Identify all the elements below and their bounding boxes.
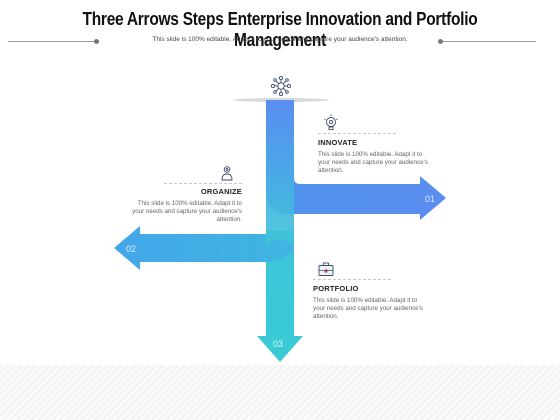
step-innovate-body: This slide is 100% editable. Adapt it to…: [318, 151, 428, 174]
arrow-03: [257, 230, 303, 362]
step-portfolio-body: This slide is 100% editable. Adapt it to…: [313, 297, 423, 320]
step-portfolio-rule: [313, 279, 391, 280]
step-innovate-rule: [318, 133, 396, 134]
step-organize-heading: ORGANIZE: [200, 187, 242, 196]
step-portfolio-heading: PORTFOLIO: [313, 284, 359, 293]
title-rule-right-dot: [438, 39, 443, 44]
step-innovate-heading: INNOVATE: [318, 138, 358, 147]
trunk: [266, 100, 294, 250]
slide-title: Three Arrows Steps Enterprise Innovation…: [82, 9, 478, 50]
arrow-02: [114, 222, 294, 270]
step-organize-body: This slide is 100% editable. Adapt it to…: [132, 200, 242, 223]
arrow-02-number: 02: [126, 244, 136, 254]
briefcase-icon: [318, 262, 334, 276]
arrow-01-number: 01: [425, 194, 435, 204]
slide-subtitle: This slide is 100% editable. Adapt it to…: [152, 36, 408, 43]
step-organize: ORGANIZE This slide is 100% editable. Ad…: [132, 183, 242, 223]
lightbulb-gear-icon: [324, 114, 338, 131]
arrow-01: [266, 100, 446, 220]
network-people-icon: [270, 75, 292, 97]
step-portfolio: PORTFOLIO This slide is 100% editable. A…: [313, 279, 425, 320]
step-innovate: INNOVATE This slide is 100% editable. Ad…: [318, 133, 428, 174]
title-rule-right: [440, 41, 536, 42]
title-rule-left-dot: [94, 39, 99, 44]
person-gear-icon: [221, 166, 233, 181]
step-organize-rule: [164, 183, 242, 184]
footer-pattern: [0, 365, 560, 420]
title-rule-left: [8, 41, 96, 42]
arrow-03-number: 03: [273, 339, 283, 349]
